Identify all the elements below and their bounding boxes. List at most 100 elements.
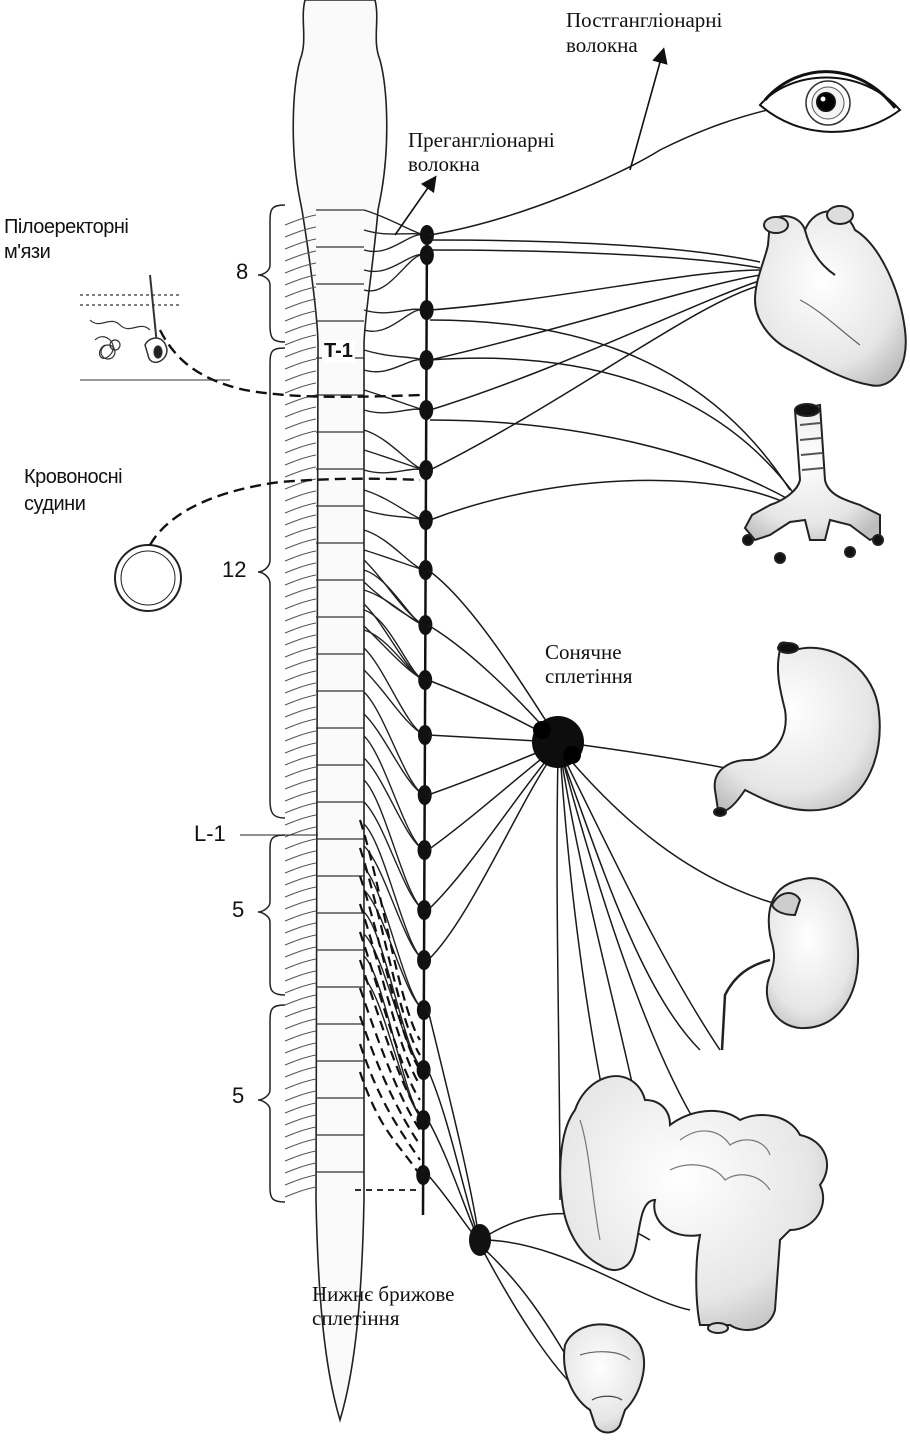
nerve-root-hair — [285, 935, 316, 945]
nerve-root-hair — [285, 959, 316, 969]
nerve-root-hair — [285, 311, 316, 321]
nerve-root-hair — [285, 863, 316, 873]
nerve-root-hair — [285, 1151, 316, 1161]
nerve-root-hair — [285, 1103, 316, 1113]
nerve-root-hair — [285, 1187, 316, 1197]
solar-plexus-label-line1: Сонячне — [545, 640, 622, 664]
nerve-root-hair — [285, 551, 316, 561]
kidney-icon — [722, 878, 858, 1050]
piloerector-label-line2: м'язи — [4, 240, 50, 264]
preganglionic-fiber — [364, 390, 424, 410]
nerve-root-hair — [285, 995, 316, 1005]
preganglionic-label-line1: Прегангліонарні — [408, 128, 555, 152]
nerve-root-hair — [285, 1115, 316, 1125]
nerve-root-hair — [285, 587, 316, 597]
nerve-root-hair — [285, 983, 316, 993]
nerve-root-hair — [285, 887, 316, 897]
nerve-root-hair — [285, 971, 316, 981]
preganglionic-fiber — [364, 350, 424, 360]
preganglionic-fiber — [364, 469, 424, 473]
preganglionic-fiber — [364, 510, 424, 520]
preganglionic-fiber — [364, 310, 424, 332]
nerve-root-hair — [285, 755, 316, 765]
nerve-root-hair — [285, 527, 316, 537]
nerve-root-hair — [285, 599, 316, 609]
nerve-root-hair — [285, 791, 316, 801]
nerve-root-hair — [285, 1079, 316, 1089]
postganglionic-label-line1: Постгангліонарні — [566, 8, 722, 32]
piloerector-label-line1: Пілоеректорні — [4, 215, 128, 239]
nerve-root-hair — [285, 563, 316, 573]
nerve-root-hair — [285, 419, 316, 429]
nerve-root-hair — [285, 1091, 316, 1101]
lumbar-segment-count: 5 — [232, 898, 244, 922]
nerve-root-hair — [285, 683, 316, 693]
trunk-ganglion — [420, 245, 434, 265]
inferior-mesenteric-label-line1: Нижнє брижове — [312, 1282, 454, 1306]
nerve-root-hair — [285, 767, 316, 777]
nerve-root-hair — [285, 875, 316, 885]
nerve-root-hair — [285, 323, 316, 333]
sacral-segment-count: 5 — [232, 1084, 244, 1108]
preganglionic-dashed-fiber — [360, 1072, 420, 1175]
thoracic-start-label: T-1 — [322, 340, 355, 363]
nerve-root-hair — [285, 731, 316, 741]
nerve-root-hair — [285, 899, 316, 909]
preganglionic-dashed-fiber — [360, 904, 420, 1085]
nerve-root-hair — [285, 635, 316, 645]
nerve-root-hair — [285, 647, 316, 657]
preganglionic-fiber — [364, 868, 424, 1010]
preganglionic-dashed-fiber — [360, 932, 420, 1100]
nerve-root-hair — [285, 539, 316, 549]
preganglionic-fiber — [364, 430, 424, 470]
preganglionic-dashed-fiber — [360, 988, 420, 1130]
nerve-root-hair — [285, 923, 316, 933]
preganglionic-fiber — [364, 604, 424, 680]
blood-vessel-icon — [115, 545, 181, 611]
postganglionic-label-line2: волокна — [566, 33, 638, 57]
preganglionic-fiber — [364, 550, 424, 570]
stomach-icon — [714, 643, 880, 817]
nerve-root-hair — [285, 1175, 316, 1185]
inferior-mesenteric-ganglion — [469, 1224, 491, 1256]
preganglionic-fiber — [364, 780, 424, 910]
preganglionic-dashed-fiber — [360, 876, 420, 1070]
preganglionic-fiber — [364, 570, 424, 625]
nerve-root-hair — [285, 1067, 316, 1077]
nerve-root-hair — [285, 575, 316, 585]
nerve-root-hair — [285, 611, 316, 621]
trunk-ganglion — [418, 840, 432, 860]
intestines-icon — [560, 1076, 827, 1333]
solar-plexus-label-line2: сплетіння — [545, 664, 633, 688]
nerve-root-hair — [285, 503, 316, 513]
skin-hair-follicle-icon — [80, 275, 230, 380]
nerve-root-hair — [285, 623, 316, 633]
nerve-root-hair — [285, 443, 316, 453]
nerve-root-hair — [285, 347, 316, 357]
solar-plexus-ganglion — [532, 716, 584, 768]
thoracic-segment-count: 12 — [222, 558, 246, 582]
nerve-root-hair — [285, 1019, 316, 1029]
preganglionic-fiber — [364, 648, 424, 735]
nerve-root-hair — [285, 431, 316, 441]
nerve-root-hair — [285, 275, 316, 285]
nerve-root-hair — [285, 815, 316, 825]
nerve-root-hair — [285, 671, 316, 681]
preganglionic-fibers — [364, 210, 424, 1120]
eye-icon — [760, 72, 900, 132]
inferior-mesenteric-label-line2: сплетіння — [312, 1306, 400, 1330]
nerve-root-hair — [285, 743, 316, 753]
nerve-root-hair — [285, 359, 316, 369]
nerve-root-hair — [285, 515, 316, 525]
preganglionic-label-line2: волокна — [408, 152, 480, 176]
nerve-root-hair — [285, 803, 316, 813]
nerve-root-hair — [285, 719, 316, 729]
lumbar-start-label: L-1 — [194, 822, 226, 846]
nerve-root-hair — [285, 1031, 316, 1041]
nerve-root-hair — [285, 1043, 316, 1053]
trunk-ganglion — [419, 560, 433, 580]
nerve-root-hair — [285, 659, 316, 669]
nerve-root-hair — [285, 383, 316, 393]
